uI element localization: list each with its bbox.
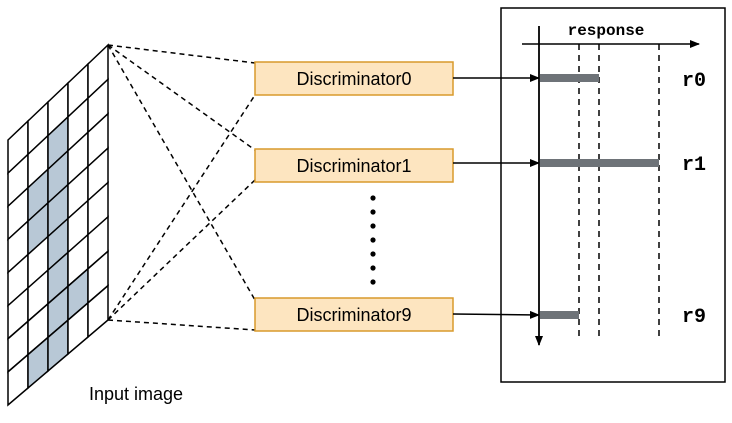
ellipsis-dot (370, 195, 376, 201)
projection-line (107, 44, 256, 64)
projection-line (107, 179, 256, 321)
response-label-r0: r0 (682, 70, 706, 93)
discriminator-box (254, 297, 454, 332)
ellipsis-dot (370, 265, 376, 271)
output-arrows (452, 74, 540, 319)
discriminator-9: Discriminator9 (254, 297, 454, 332)
input-image-caption: Input image (89, 384, 183, 404)
projection-lines (107, 44, 256, 331)
discriminator-label: Discriminator9 (296, 305, 411, 325)
response-label-r1: r1 (682, 154, 706, 177)
response-bar-r9 (540, 311, 579, 319)
discriminator-1: Discriminator1 (254, 148, 454, 183)
response-bar-r0 (540, 74, 599, 82)
output-arrow (452, 310, 540, 319)
ellipsis-dot (370, 209, 376, 215)
input-image-grid (7, 43, 109, 407)
ellipsis-dot (370, 237, 376, 243)
discriminator-box (254, 148, 454, 183)
projection-line (107, 44, 256, 151)
ellipsis-dot (370, 251, 376, 257)
discriminator-label: Discriminator0 (296, 69, 411, 89)
projection-line (107, 44, 256, 301)
response-panel-frame (500, 7, 726, 383)
discriminator-label: Discriminator1 (296, 156, 411, 176)
discriminator-0: Discriminator0 (254, 61, 454, 96)
ellipsis-dot (370, 279, 376, 285)
ellipsis-dots (370, 195, 376, 285)
projection-line (107, 94, 256, 321)
response-label-r9: r9 (682, 306, 706, 329)
response-bar-r1 (540, 159, 659, 167)
response-axis-title: response (568, 22, 645, 40)
projection-line (107, 319, 256, 331)
response-panel: response r0 r1 r9 (500, 7, 726, 383)
ellipsis-dot (370, 223, 376, 229)
